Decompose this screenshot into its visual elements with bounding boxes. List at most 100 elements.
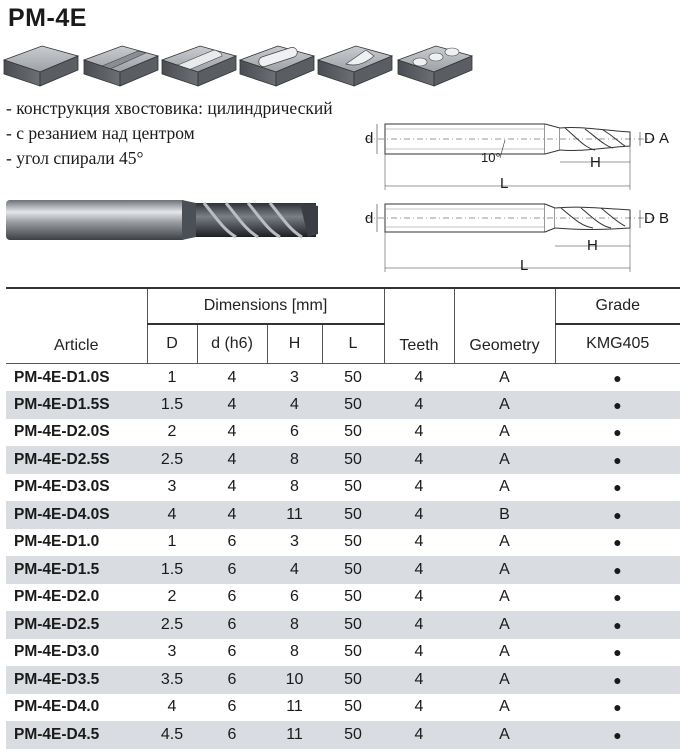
cell-grade: ● [613, 479, 622, 496]
cell-teeth: 4 [414, 368, 424, 386]
cell-L: 50 [344, 533, 362, 551]
cell-d: 4 [227, 368, 237, 386]
cell-D: 3.5 [147, 666, 197, 694]
cell-grade: ● [555, 501, 680, 529]
cell-article: PM-4E-D2.0S [14, 423, 110, 441]
cell-geometry: A [499, 423, 510, 441]
cell-D: 2 [167, 423, 177, 441]
label-angle: 10° [481, 150, 501, 165]
cell-grade: ● [555, 666, 680, 694]
round-slot-icon [160, 45, 238, 87]
machining-operations-icons [2, 45, 474, 87]
cell-teeth: 4 [414, 588, 424, 606]
cell-teeth: 4 [414, 698, 424, 716]
header-article: Article [54, 337, 99, 354]
cell-article: PM-4E-D1.5 [6, 556, 147, 584]
cell-geometry: A [454, 721, 555, 749]
label-D-a: D [644, 130, 655, 147]
cell-H: 11 [267, 501, 322, 529]
cell-d: 4 [197, 446, 267, 474]
cell-grade: ● [613, 424, 622, 441]
page-title: PM-4E [8, 4, 87, 32]
cell-article: PM-4E-D3.0S [14, 478, 110, 496]
cell-d: 6 [227, 643, 237, 661]
cell-article: PM-4E-D4.0 [14, 698, 100, 716]
slot-milling-icon [82, 45, 160, 87]
header-D: D [146, 324, 197, 364]
cell-D: 4 [147, 501, 197, 529]
cell-grade: ● [555, 391, 680, 419]
cell-D: 2.5 [147, 446, 197, 474]
cell-D: 1.5 [147, 391, 197, 419]
cell-d: 6 [197, 611, 267, 639]
cell-geometry: B [454, 501, 555, 529]
cell-article: PM-4E-D4.5 [6, 721, 147, 749]
header-d-h6: d (h6) [196, 324, 267, 364]
pocket-milling-icon [238, 45, 316, 87]
cell-L: 50 [322, 501, 384, 529]
cell-teeth: 4 [384, 501, 454, 529]
cell-grade: ● [613, 589, 622, 606]
cell-D: 4 [167, 698, 177, 716]
cell-d: 4 [227, 423, 237, 441]
cell-H: 10 [267, 666, 322, 694]
feature-item: - угол спирали 45° [6, 148, 144, 168]
cell-article: PM-4E-D4.0S [6, 501, 147, 529]
cell-H: 6 [290, 423, 299, 441]
cell-article: PM-4E-D2.5S [6, 446, 147, 474]
cell-geometry: A [454, 666, 555, 694]
cell-L: 50 [322, 666, 384, 694]
cell-L: 50 [322, 391, 384, 419]
cell-d: 6 [197, 666, 267, 694]
label-L-b: L [520, 257, 529, 274]
cell-grade: ● [555, 556, 680, 584]
cell-article: PM-4E-D1.0 [14, 533, 100, 551]
end-mill-photo [6, 200, 318, 240]
cell-d: 6 [227, 533, 237, 551]
cell-d: 6 [227, 588, 237, 606]
cell-teeth: 4 [414, 533, 424, 551]
cell-geometry: A [454, 391, 555, 419]
label-H-a: H [590, 154, 601, 171]
geometry-a-drawing [365, 123, 655, 190]
cell-geometry: A [454, 446, 555, 474]
cell-D: 3 [167, 643, 177, 661]
cell-D: 1 [167, 533, 177, 551]
cell-H: 3 [290, 533, 299, 551]
header-grade: Grade [554, 288, 680, 325]
header-teeth: Teeth [383, 288, 454, 364]
cell-d: 4 [197, 501, 267, 529]
cell-D: 2 [167, 588, 177, 606]
tool-dimension-diagram: d D A H 10° L d D B H L [355, 118, 684, 278]
cell-L: 50 [322, 446, 384, 474]
cell-geometry: A [499, 368, 510, 386]
cell-article: PM-4E-D1.5S [6, 391, 147, 419]
label-geometry-a: A [659, 130, 670, 147]
cell-teeth: 4 [414, 478, 424, 496]
cell-teeth: 4 [414, 423, 424, 441]
cell-teeth: 4 [384, 666, 454, 694]
cell-teeth: 4 [384, 556, 454, 584]
cell-L: 50 [344, 478, 362, 496]
cell-grade: ● [613, 534, 622, 551]
cell-H: 3 [290, 368, 299, 386]
cell-geometry: A [454, 611, 555, 639]
feature-item: - конструкция хвостовика: цилиндрический [6, 98, 333, 118]
cell-grade: ● [613, 699, 622, 716]
cell-article: PM-4E-D3.5 [6, 666, 147, 694]
drilling-icon [396, 45, 474, 87]
label-d-b: d [365, 210, 374, 227]
cell-teeth: 4 [384, 391, 454, 419]
cell-D: 2.5 [147, 611, 197, 639]
cell-teeth: 4 [384, 721, 454, 749]
cell-L: 50 [344, 698, 362, 716]
